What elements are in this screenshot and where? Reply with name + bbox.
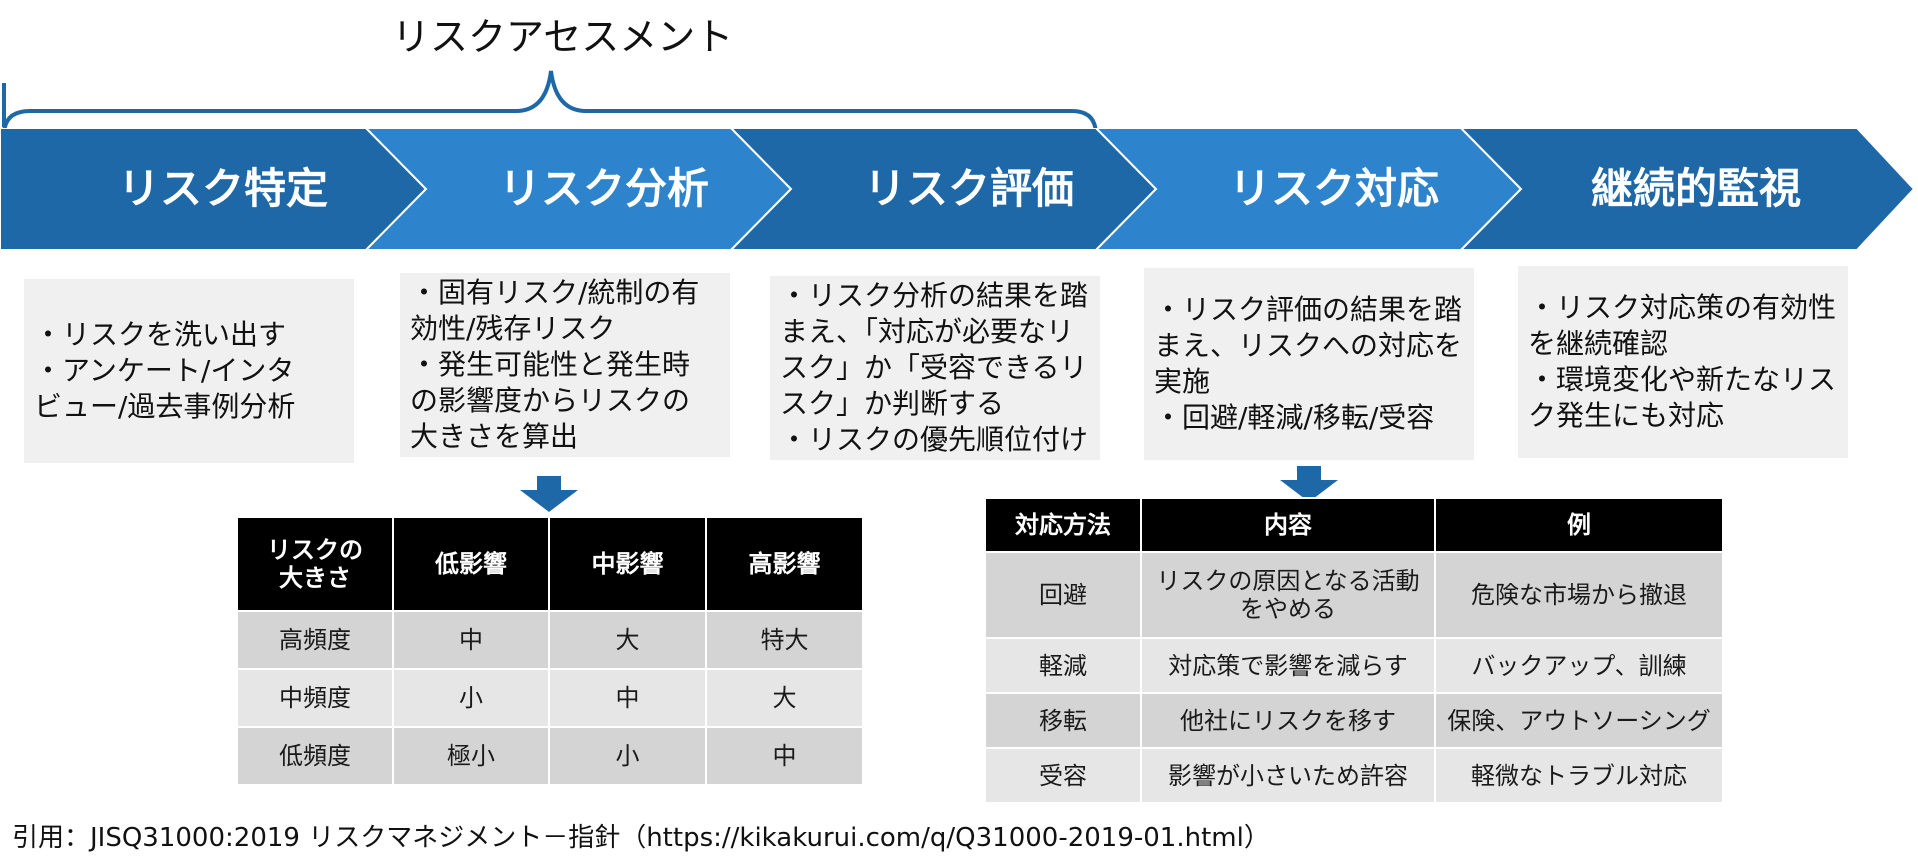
- method-cell: 移転: [984, 692, 1142, 749]
- description-line: スク」か「受容できるリ: [780, 351, 1088, 384]
- description-line: ク発生にも対応: [1528, 399, 1725, 432]
- row-header: 高頻度: [236, 610, 394, 670]
- assessment-label: リスクアセスメント: [392, 15, 734, 59]
- description-line: の影響度からリスクの: [410, 384, 691, 417]
- example-cell: バックアップ、訓練: [1434, 637, 1724, 694]
- content-line: リスクの原因となる活動: [1156, 567, 1420, 595]
- example-cell: 軽微なトラブル対応: [1434, 747, 1724, 804]
- example-cell: 保険、アウトソーシング: [1434, 692, 1724, 749]
- content-line: をやめる: [1240, 595, 1336, 623]
- description-analysis: ・固有リスク/統制の有 効性/残存リスク ・発生可能性と発生時 の影響度からリス…: [400, 273, 730, 457]
- column-header: 中影響: [548, 516, 707, 612]
- chevron-continuous-monitoring: [1459, 128, 1916, 250]
- step-label-analysis: リスク分析: [498, 164, 709, 213]
- description-line: ・リスクの優先順位付け: [780, 423, 1089, 456]
- content-cell: 他社にリスクを移す: [1140, 692, 1436, 749]
- citation-text: 引用：JISQ31000:2019 リスクマネジメント－指針（https://k…: [12, 823, 1270, 853]
- description-line: ・リスク評価の結果を踏: [1154, 293, 1463, 326]
- description-line: 実施: [1154, 365, 1211, 398]
- risk-response-table: 対応方法 内容 例 回避 リスクの原因となる活動 をやめる 危険な市場から撤退 …: [984, 497, 1724, 804]
- description-identification: ・リスクを洗い出す ・アンケート/インタ ビュー/過去事例分析: [24, 279, 354, 463]
- table-cell: 中: [548, 668, 707, 728]
- description-line: まえ、「対応が必要なリ: [780, 315, 1075, 348]
- brace-line: [2, 70, 1098, 135]
- description-line: ビュー/過去事例分析: [34, 390, 296, 423]
- method-cell: 回避: [984, 551, 1142, 639]
- content-cell: 影響が小さいため許容: [1140, 747, 1436, 804]
- description-line: ・リスク分析の結果を踏: [780, 279, 1089, 312]
- process-chevrons: [0, 128, 1916, 250]
- content-cell: リスクの原因となる活動 をやめる: [1140, 551, 1436, 639]
- content-cell: 対応策で影響を減らす: [1140, 637, 1436, 694]
- description-treatment: ・リスク評価の結果を踏 まえ、リスクへの対応を 実施 ・回避/軽減/移転/受容: [1144, 268, 1474, 460]
- column-header: 高影響: [705, 516, 864, 612]
- chevron-risk-analysis: [364, 128, 793, 250]
- step-label-evaluation: リスク評価: [863, 164, 1074, 213]
- method-cell: 軽減: [984, 637, 1142, 694]
- down-arrow-icon: [1280, 466, 1338, 502]
- description-line: ・環境変化や新たなリス: [1528, 363, 1837, 396]
- column-header: 対応方法: [984, 497, 1142, 553]
- chevron-risk-evaluation: [729, 128, 1158, 250]
- description-monitoring: ・リスク対応策の有効性 を継続確認 ・環境変化や新たなリス ク発生にも対応: [1518, 266, 1848, 458]
- example-cell: 危険な市場から撤退: [1434, 551, 1724, 639]
- table-header-row: リスクの 大きさ 低影響 中影響 高影響: [236, 516, 864, 612]
- table-cell: 中: [705, 726, 864, 786]
- description-line: ・リスクを洗い出す: [34, 318, 287, 351]
- down-arrow-icon: [520, 476, 578, 512]
- table-header-row: 対応方法 内容 例: [984, 497, 1724, 553]
- table-cell: 小: [392, 668, 550, 728]
- description-line: まえ、リスクへの対応を: [1154, 329, 1463, 362]
- step-label-identification: リスク特定: [117, 164, 328, 213]
- table-row: 回避 リスクの原因となる活動 をやめる 危険な市場から撤退: [984, 551, 1724, 639]
- description-evaluation: ・リスク分析の結果を踏 まえ、「対応が必要なリ スク」か「受容できるリ スク」か…: [770, 276, 1100, 460]
- table-row: 移転 他社にリスクを移す 保険、アウトソーシング: [984, 692, 1724, 749]
- table-row: 受容 影響が小さいため許容 軽微なトラブル対応: [984, 747, 1724, 804]
- table-cell: 特大: [705, 610, 864, 670]
- table-row: 低頻度 極小 小 中: [236, 726, 864, 786]
- table-cell: 大: [548, 610, 707, 670]
- matrix-corner-header: リスクの 大きさ: [236, 516, 394, 612]
- column-header: 内容: [1140, 497, 1436, 553]
- description-line: を継続確認: [1528, 327, 1669, 360]
- description-line: ・リスク対応策の有効性: [1528, 291, 1837, 324]
- method-cell: 受容: [984, 747, 1142, 804]
- risk-matrix-table: リスクの 大きさ 低影響 中影響 高影響 高頻度 中 大 特大 中頻度 小 中 …: [236, 516, 864, 786]
- table-row: 軽減 対応策で影響を減らす バックアップ、訓練: [984, 637, 1724, 694]
- table-row: 中頻度 小 中 大: [236, 668, 864, 728]
- description-line: ・回避/軽減/移転/受容: [1154, 401, 1435, 434]
- table-cell: 大: [705, 668, 864, 728]
- description-line: ・アンケート/インタ: [34, 354, 295, 387]
- step-label-monitoring: 継続的監視: [1590, 164, 1801, 213]
- step-label-treatment: リスク対応: [1228, 164, 1439, 213]
- description-line: スク」か判断する: [780, 387, 1005, 420]
- description-line: ・固有リスク/統制の有: [410, 276, 700, 309]
- row-header: 中頻度: [236, 668, 394, 728]
- description-line: 効性/残存リスク: [410, 312, 616, 345]
- assessment-brace: [2, 70, 1098, 135]
- description-line: ・発生可能性と発生時: [410, 348, 691, 381]
- table-cell: 中: [392, 610, 550, 670]
- table-cell: 小: [548, 726, 707, 786]
- row-header: 低頻度: [236, 726, 394, 786]
- header-line: 大きさ: [279, 564, 351, 592]
- column-header: 例: [1434, 497, 1724, 553]
- table-cell: 極小: [392, 726, 550, 786]
- description-line: 大きさを算出: [410, 420, 579, 453]
- chevron-risk-treatment: [1094, 128, 1523, 250]
- header-line: リスクの: [267, 536, 363, 564]
- column-header: 低影響: [392, 516, 550, 612]
- table-row: 高頻度 中 大 特大: [236, 610, 864, 670]
